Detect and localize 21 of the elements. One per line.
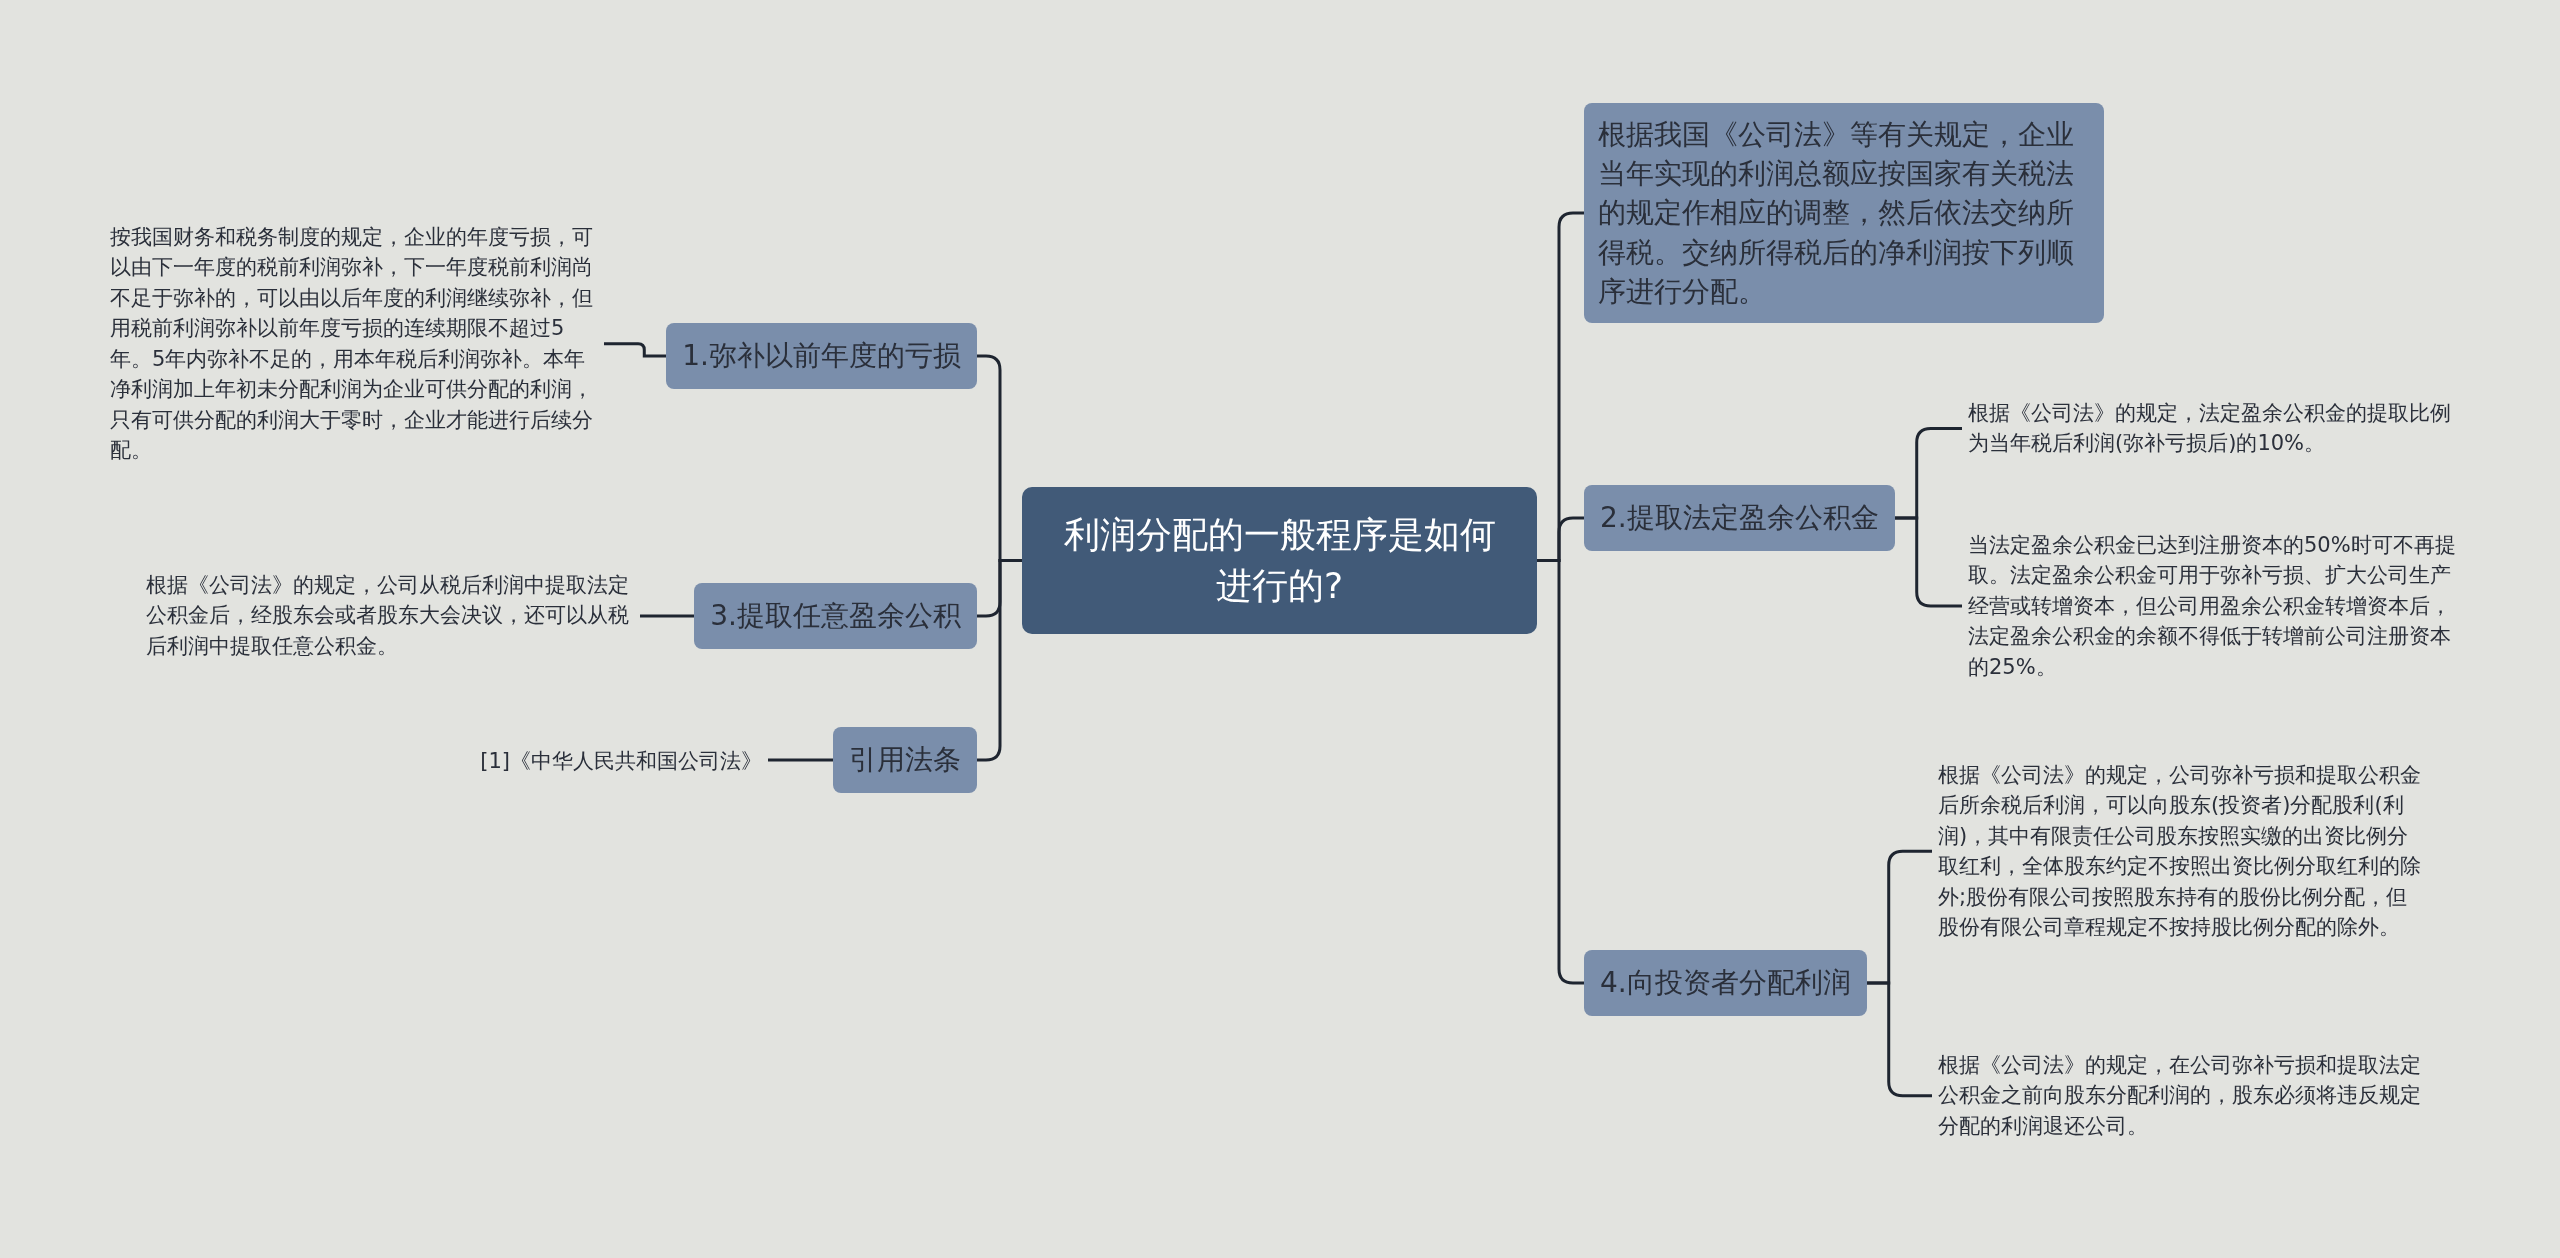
note-text: [1]《中华人民共和国公司法》 bbox=[474, 746, 768, 777]
note-text: 当法定盈余公积金已达到注册资本的50%时可不再提取。法定盈余公积金可用于弥补亏损、扩大公司生产经营或转增资本，但公司用盈余公积金转增资本后，法定盈余公积金的余额不得低于转增前公司注册资本的25%。 bbox=[1962, 530, 2462, 683]
connector-line bbox=[1866, 981, 1932, 1098]
topic-box: 2.提取法定盈余公积金 bbox=[1584, 485, 1895, 551]
connector-line bbox=[1537, 559, 1584, 985]
connector-line bbox=[640, 614, 695, 618]
topic-box: 3.提取任意盈余公积 bbox=[694, 583, 977, 649]
note-text: 根据《公司法》的规定，公司从税后利润中提取法定公积金后，经股东会或者股东大会决议，还可以从税后利润中提取任意公积金。 bbox=[140, 570, 640, 662]
connector-line bbox=[1894, 516, 1962, 608]
connector-line bbox=[977, 559, 1022, 762]
note-text: 根据《公司法》的规定，公司弥补亏损和提取公积金后所余税后利润，可以向股东(投资者)分配股利(利润)，其中有限责任公司股东按照实缴的出资比例分取红利，全体股东约定不按照出资比例分取红利的除外;股份有限公司按照股东持有的股份比例分配，但股份有限公司章程规定不按持股比例分配的除外。 bbox=[1932, 760, 2432, 943]
topic-box: 引用法条 bbox=[833, 727, 977, 793]
connector-line bbox=[604, 342, 667, 358]
note-text: 根据《公司法》的规定，法定盈余公积金的提取比例为当年税后利润(弥补亏损后)的10%。 bbox=[1962, 398, 2462, 459]
topic-box: 1.弥补以前年度的亏损 bbox=[666, 323, 977, 389]
topic-box: 4.向投资者分配利润 bbox=[1584, 950, 1867, 1016]
connector-line bbox=[768, 758, 833, 762]
note-text: 根据《公司法》的规定，在公司弥补亏损和提取法定公积金之前向股东分配利润的，股东必须将违反规定分配的利润退还公司。 bbox=[1932, 1050, 2432, 1142]
central-topic: 利润分配的一般程序是如何进行的? bbox=[1022, 487, 1537, 634]
topic-box: 根据我国《公司法》等有关规定，企业当年实现的利润总额应按国家有关税法的规定作相应的调整，然后依法交纳所得税。交纳所得税后的净利润按下列顺序进行分配。 bbox=[1584, 103, 2104, 323]
note-text: 按我国财务和税务制度的规定，企业的年度亏损，可以由下一年度的税前利润弥补，下一年度税前利润尚不足于弥补的，可以由以后年度的利润继续弥补，但用税前利润弥补以前年度亏损的连续期限不超过5年。5年内弥补不足的，用本年税后利润弥补。本年净利润加上年初未分配利润为企业可供分配的利润，只有可供分配的利润大于零时，企业才能进行后续分配。 bbox=[104, 222, 604, 466]
